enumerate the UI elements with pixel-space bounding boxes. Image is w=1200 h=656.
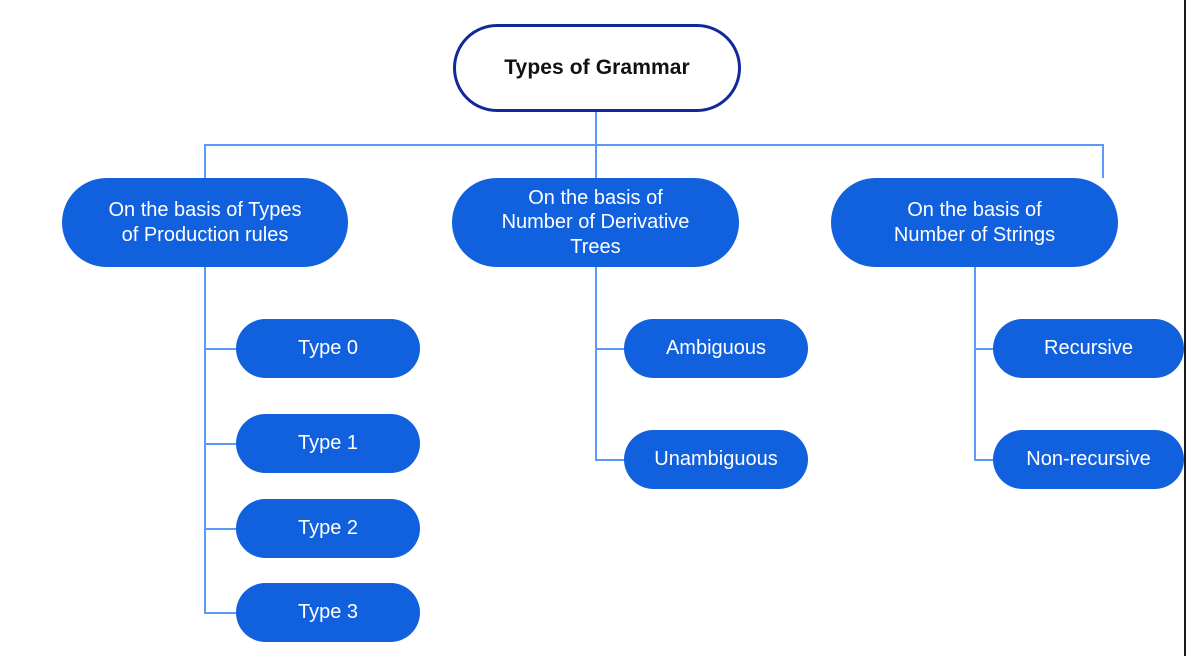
- connector-root-stem: [595, 112, 597, 146]
- node-leaf-type-3[interactable]: Type 3: [236, 583, 420, 642]
- node-leaf-unambiguous-label: Unambiguous: [654, 448, 778, 471]
- connector-stub-type-0: [204, 348, 246, 350]
- connector-bus-to-branch-3: [1102, 144, 1104, 178]
- node-leaf-type-0[interactable]: Type 0: [236, 319, 420, 378]
- connector-stub-type-3: [204, 612, 246, 614]
- node-branch-production-rules-label: On the basis of Types of Production rule…: [108, 199, 302, 246]
- node-branch-production-rules[interactable]: On the basis of Types of Production rule…: [62, 178, 348, 267]
- connector-trunk-column-2: [595, 267, 597, 461]
- node-branch-derivative-trees-label: On the basis of Number of Derivative Tre…: [501, 186, 690, 258]
- connector-horizontal-bus: [204, 144, 1104, 146]
- connector-trunk-column-1: [204, 267, 206, 614]
- node-leaf-ambiguous-label: Ambiguous: [665, 337, 767, 360]
- node-leaf-type-1-label: Type 1: [297, 432, 359, 455]
- connector-stub-ambiguous: [595, 348, 635, 350]
- node-leaf-recursive[interactable]: Recursive: [993, 319, 1184, 378]
- frame-edge-right: [1184, 0, 1186, 656]
- connector-bus-to-branch-2: [595, 144, 597, 178]
- node-branch-derivative-trees[interactable]: On the basis of Number of Derivative Tre…: [452, 178, 739, 267]
- node-leaf-non-recursive-label: Non-recursive: [1026, 448, 1151, 471]
- node-leaf-type-0-label: Type 0: [297, 337, 359, 360]
- connector-stub-type-1: [204, 443, 246, 445]
- node-leaf-type-1[interactable]: Type 1: [236, 414, 420, 473]
- node-branch-number-of-strings-label: On the basis of Number of Strings: [893, 199, 1056, 246]
- connector-stub-type-2: [204, 528, 246, 530]
- connector-trunk-column-3: [974, 267, 976, 461]
- node-branch-number-of-strings[interactable]: On the basis of Number of Strings: [831, 178, 1118, 267]
- connector-bus-to-branch-1: [204, 144, 206, 178]
- node-leaf-unambiguous[interactable]: Unambiguous: [624, 430, 808, 489]
- node-leaf-type-2-label: Type 2: [297, 517, 359, 540]
- node-leaf-non-recursive[interactable]: Non-recursive: [993, 430, 1184, 489]
- node-leaf-type-2[interactable]: Type 2: [236, 499, 420, 558]
- connector-stub-unambiguous: [595, 459, 635, 461]
- node-leaf-ambiguous[interactable]: Ambiguous: [624, 319, 808, 378]
- node-leaf-recursive-label: Recursive: [1044, 337, 1133, 360]
- node-leaf-type-3-label: Type 3: [297, 601, 359, 624]
- node-root-label: Types of Grammar: [504, 56, 690, 80]
- node-root-types-of-grammar[interactable]: Types of Grammar: [453, 24, 741, 112]
